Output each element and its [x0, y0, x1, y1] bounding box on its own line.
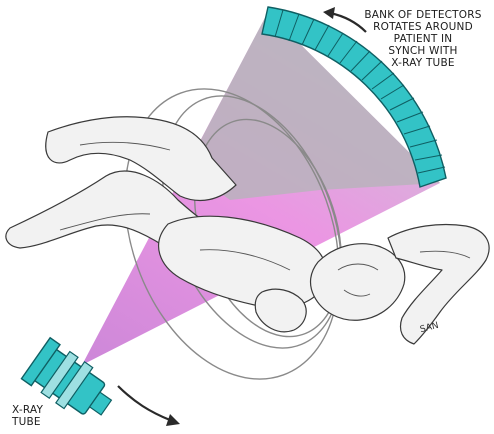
detector-bank-label: BANK OF DETECTORS ROTATES AROUND PATIENT… [356, 9, 490, 69]
detector-label-line: X-RAY TUBE [356, 57, 490, 69]
detector-label-line: ROTATES AROUND [356, 21, 490, 33]
x-ray-tube-label: X-RAY TUBE [12, 404, 43, 428]
tube-label-line: X-RAY [12, 404, 43, 416]
tube-rotation-arrow-icon [118, 386, 180, 426]
detector-label-line: SYNCH WITH [356, 45, 490, 57]
detector-label-line: BANK OF DETECTORS [356, 9, 490, 21]
detector-label-line: PATIENT IN [356, 33, 490, 45]
tube-label-line: TUBE [12, 416, 43, 428]
